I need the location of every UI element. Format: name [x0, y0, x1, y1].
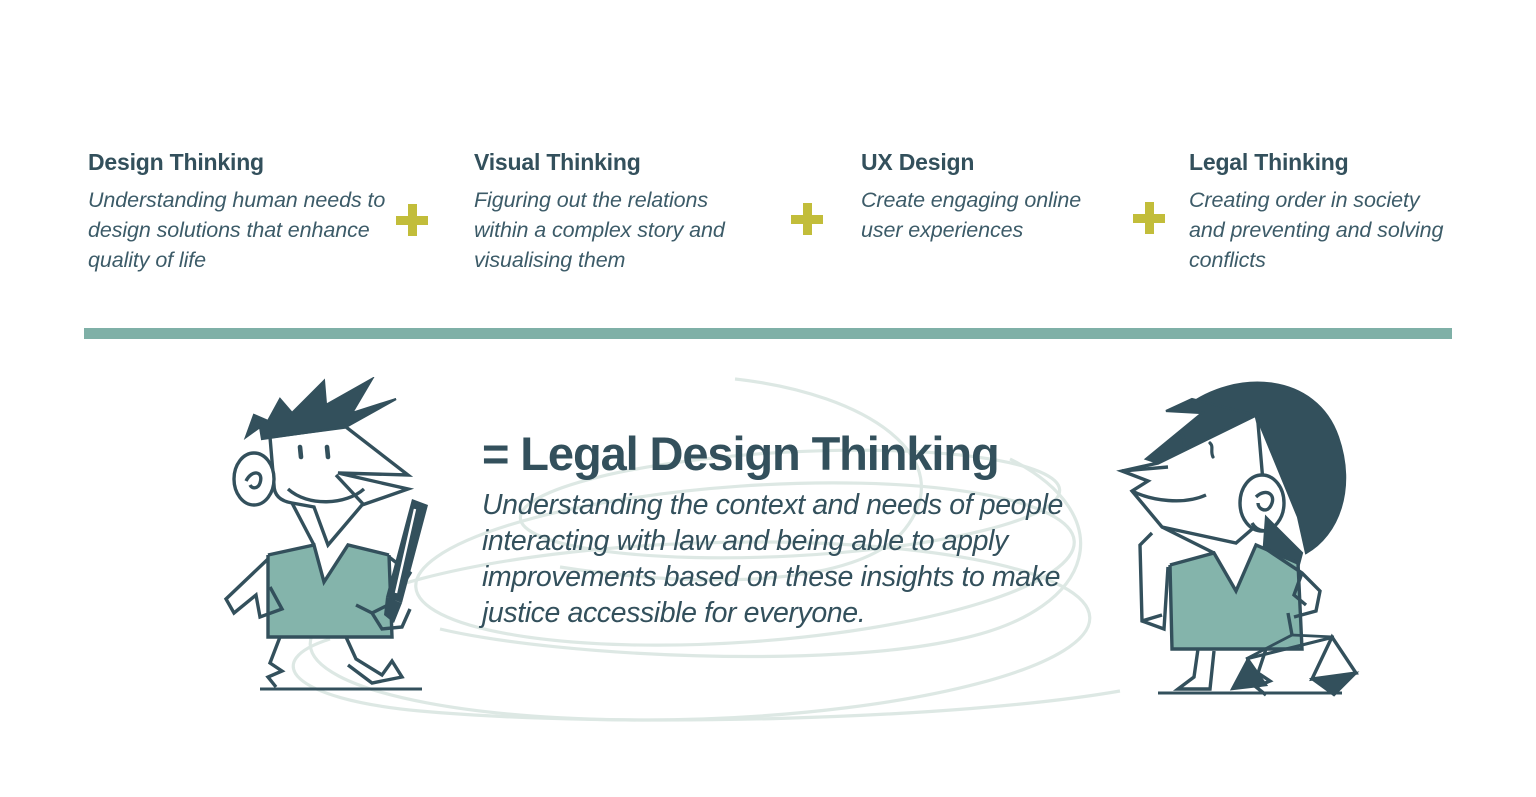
result-description: Understanding the context and needs of p…	[482, 489, 1063, 629]
concept-description: Figuring out the relations within a comp…	[474, 188, 725, 273]
section-divider	[84, 328, 1452, 339]
result-section: = Legal Design Thinking Understanding th…	[0, 339, 1536, 797]
woman-with-scales-illustration	[1116, 381, 1360, 697]
concept-column-design-thinking: Design Thinking Understanding human need…	[88, 149, 388, 275]
concept-description: Understanding human needs to design solu…	[88, 188, 386, 273]
concept-column-ux-design: UX Design Create engaging online user ex…	[861, 149, 1121, 245]
concept-column-visual-thinking: Visual Thinking Figuring out the relatio…	[474, 149, 764, 275]
concept-title: Visual Thinking	[474, 149, 641, 175]
concept-title: Design Thinking	[88, 149, 264, 175]
plus-icon	[791, 203, 823, 235]
concepts-row: Design Thinking Understanding human need…	[0, 149, 1536, 310]
result-text-block: = Legal Design Thinking Understanding th…	[482, 427, 1102, 631]
result-title: = Legal Design Thinking	[482, 427, 1000, 480]
concept-description: Creating order in society and preventing…	[1189, 188, 1444, 273]
concept-title: Legal Thinking	[1189, 149, 1349, 175]
concept-description: Create engaging online user experiences	[861, 188, 1082, 243]
plus-icon	[396, 204, 428, 236]
man-with-pen-illustration	[223, 377, 428, 691]
plus-icon	[1133, 202, 1165, 234]
concept-column-legal-thinking: Legal Thinking Creating order in society…	[1189, 149, 1454, 275]
concept-title: UX Design	[861, 149, 975, 175]
